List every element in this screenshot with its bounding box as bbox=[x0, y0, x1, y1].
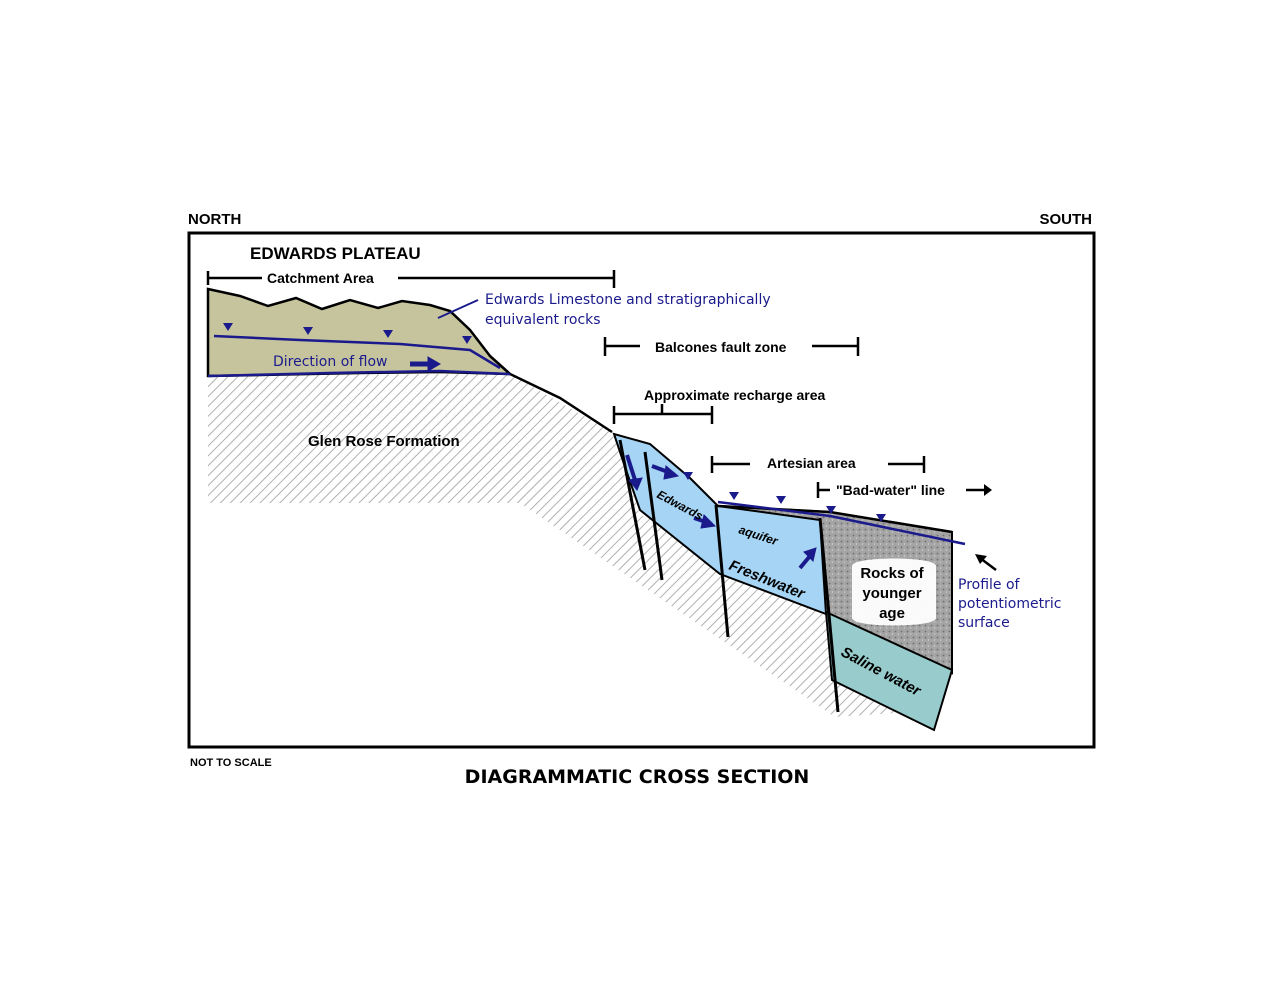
rocks-label-bubble bbox=[852, 558, 936, 626]
profile-arrow-icon bbox=[975, 554, 987, 564]
edwards-limestone-label-2: equivalent rocks bbox=[485, 312, 601, 328]
glen-rose-formation bbox=[208, 374, 940, 717]
not-to-scale-label: NOT TO SCALE bbox=[190, 757, 272, 769]
plateau-water-table bbox=[213, 334, 501, 370]
bad-water-bracket bbox=[816, 482, 986, 498]
profile-label-2: potentiometric bbox=[958, 596, 1061, 612]
recharge-label: Approximate recharge area bbox=[644, 387, 826, 403]
profile-label-1: Profile of bbox=[958, 577, 1021, 593]
water-table-markers bbox=[223, 323, 886, 522]
balcones-bracket bbox=[603, 337, 860, 356]
profile-label-3: surface bbox=[958, 615, 1010, 631]
potentiometric-surface-line bbox=[717, 500, 966, 546]
direction-of-flow-label: Direction of flow bbox=[273, 354, 387, 370]
bad-water-arrow-icon bbox=[984, 484, 992, 496]
artesian-bracket bbox=[710, 456, 926, 473]
artesian-label: Artesian area bbox=[767, 455, 856, 471]
catchment-bracket bbox=[206, 270, 616, 288]
rocks-label-1: Rocks of bbox=[860, 565, 924, 582]
edwards-limestone-label-1: Edwards Limestone and stratigraphically bbox=[485, 292, 771, 308]
edwards-limestone-pointer bbox=[437, 299, 479, 319]
balcones-label: Balcones fault zone bbox=[655, 339, 787, 355]
recharge-bracket bbox=[612, 404, 714, 424]
plateau-label: EDWARDS PLATEAU bbox=[250, 244, 421, 263]
edwards-aquifer-layer bbox=[612, 432, 828, 616]
bad-water-label: "Bad-water" line bbox=[836, 482, 945, 498]
flow-arrows bbox=[410, 356, 817, 570]
fault-lines bbox=[618, 439, 840, 713]
plateau-base-line bbox=[207, 369, 511, 378]
catchment-label: Catchment Area bbox=[267, 270, 374, 286]
glen-rose-label: Glen Rose Formation bbox=[308, 433, 460, 450]
rocks-label-2: younger bbox=[862, 585, 921, 602]
rocks-label-3: age bbox=[879, 605, 905, 622]
south-label: SOUTH bbox=[1040, 211, 1093, 228]
north-label: NORTH bbox=[188, 211, 241, 228]
diagram-title: DIAGRAMMATIC CROSS SECTION bbox=[465, 766, 810, 788]
saline-water-layer bbox=[824, 610, 954, 732]
ground-surface-line bbox=[489, 355, 613, 434]
